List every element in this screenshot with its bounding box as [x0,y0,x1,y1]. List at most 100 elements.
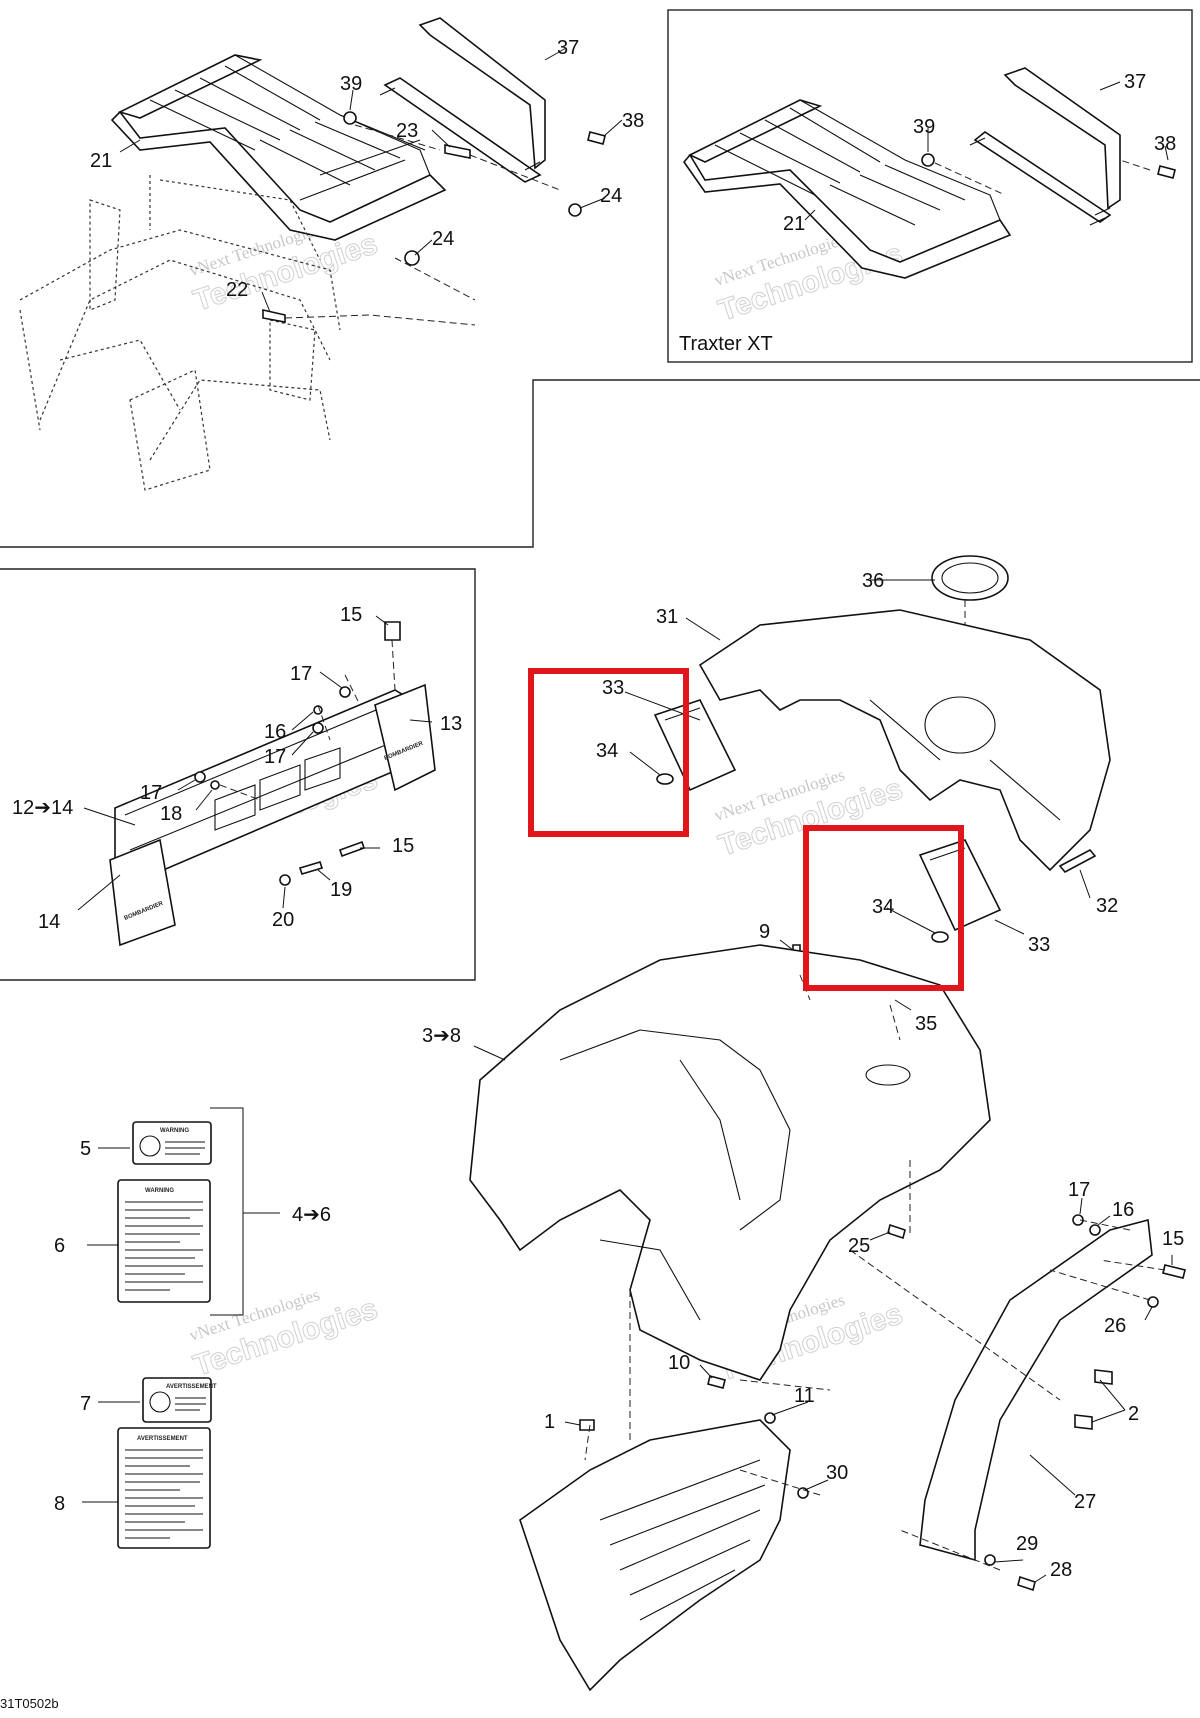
vehicle-frame-dotted [19,175,341,491]
callout-20: 20 [272,909,294,931]
label-8-header: AVERTISSEMENT [137,1436,188,1442]
label-7-text-lines [175,1397,206,1411]
callout-17: 17 [290,663,312,685]
xt-rack-slats [714,107,966,226]
washer-18 [210,780,220,790]
screw-10 [707,1375,726,1389]
screw-15-lower [338,840,366,858]
callout-33: 33 [602,677,624,699]
panel-borders [0,9,1200,981]
callout-39: 39 [913,116,935,138]
callout-24: 24 [600,185,622,207]
label-6-header: WARNING [145,1188,174,1194]
callout-32: 32 [1096,895,1118,917]
traxter-xt-inset-border [667,9,1193,363]
callout-34: 34 [872,896,894,918]
callout-37: 37 [1124,71,1146,93]
callout-2: 2 [1128,1403,1139,1425]
bolt-38 [587,131,606,145]
nut-24 [568,203,582,217]
screw-15-right [1162,1264,1186,1279]
label-6 [117,1179,211,1303]
rear-body-assembly [469,555,1186,1692]
washer-16 [313,705,323,715]
callout-24: 24 [432,228,454,250]
label-7-pictogram [149,1391,171,1413]
label-5-text-lines [165,1141,205,1155]
callout-25: 25 [848,1235,870,1257]
callout-14: 14 [38,911,60,933]
inset-caption: Traxter XT [679,333,773,355]
callout-39: 39 [340,73,362,95]
footwell-tread-lines [599,1459,766,1621]
screw-15-upper [384,621,401,641]
callout-15: 15 [392,835,414,857]
xt-bumper-crossbar [973,131,1112,223]
fender-wheel-well-contour [559,1029,791,1231]
callout-31: 31 [656,606,678,628]
xt-bolt-38 [1157,165,1176,179]
callout-30: 30 [826,1462,848,1484]
fender-filler-hole [865,1064,911,1086]
callout-29: 29 [1016,1533,1038,1555]
xt-assembly-lines [934,159,1151,196]
label-7 [142,1377,212,1423]
washer-29 [984,1554,996,1566]
callout-8: 8 [54,1493,65,1515]
rack-crossbars [299,139,421,201]
xt-bumper-tube [1003,67,1121,210]
nut-17-upper [339,686,351,698]
callout-34: 34 [596,740,618,762]
callout-4-6: 4➔6 [292,1204,331,1226]
xt-rack-side-rail [799,99,1001,221]
bolt-22 [262,308,286,323]
callout-1: 1 [544,1411,555,1433]
clip-32 [1058,848,1097,874]
callout-28: 28 [1050,1559,1072,1581]
callout-labels: 37 39 23 38 24 24 21 22 37 39 38 21 Trax… [12,37,1184,1581]
left-mud-flap [109,838,176,947]
rear-bumper-crossbar [383,77,542,183]
callout-15: 15 [340,604,362,626]
callout-38: 38 [622,110,644,132]
callout-17: 17 [140,782,162,804]
callout-13: 13 [440,713,462,735]
safety-labels: WARNING WARNING AVERTISSEMENT AVERTISSEM… [117,1107,280,1549]
callout-15: 15 [1162,1228,1184,1250]
xt-rack-front-rail [688,99,823,163]
washer-26 [1147,1296,1159,1308]
callout-21: 21 [783,213,805,235]
highlight-box-left [528,668,689,837]
washer-39 [343,111,357,125]
fuel-filler-opening [924,696,996,754]
upper-rear-cover [698,609,1111,872]
rear-bumper-tube [418,17,546,170]
callout-38: 38 [1154,133,1176,155]
callout-16: 16 [1112,1199,1134,1221]
assembly-lines [284,124,561,326]
rack-slats [149,65,426,186]
callout-27: 27 [1074,1491,1096,1513]
callout-22: 22 [226,279,248,301]
callout-11: 11 [794,1385,815,1407]
labels-4-6-bracket [210,1107,280,1316]
callout-12-14: 12➔14 [12,797,73,819]
callout-37: 37 [557,37,579,59]
rear-rack-assembly [19,17,606,491]
rack-front-rail [117,54,263,119]
label-6-text-lines [125,1201,203,1291]
callout-23: 23 [396,120,418,142]
washer-34-left [656,773,674,785]
callout-5: 5 [80,1138,91,1160]
cover-contour-lines [869,699,1061,821]
rack-side-rail [234,54,431,176]
label-8-text-lines [125,1449,203,1539]
label-5-pictogram [139,1135,161,1157]
push-rivet-25 [887,1223,906,1240]
top-section-border [0,379,1200,548]
xt-bumper-brackets [969,137,1111,226]
callout-21: 21 [90,150,112,172]
push-rivet-2-lower [1074,1414,1093,1430]
